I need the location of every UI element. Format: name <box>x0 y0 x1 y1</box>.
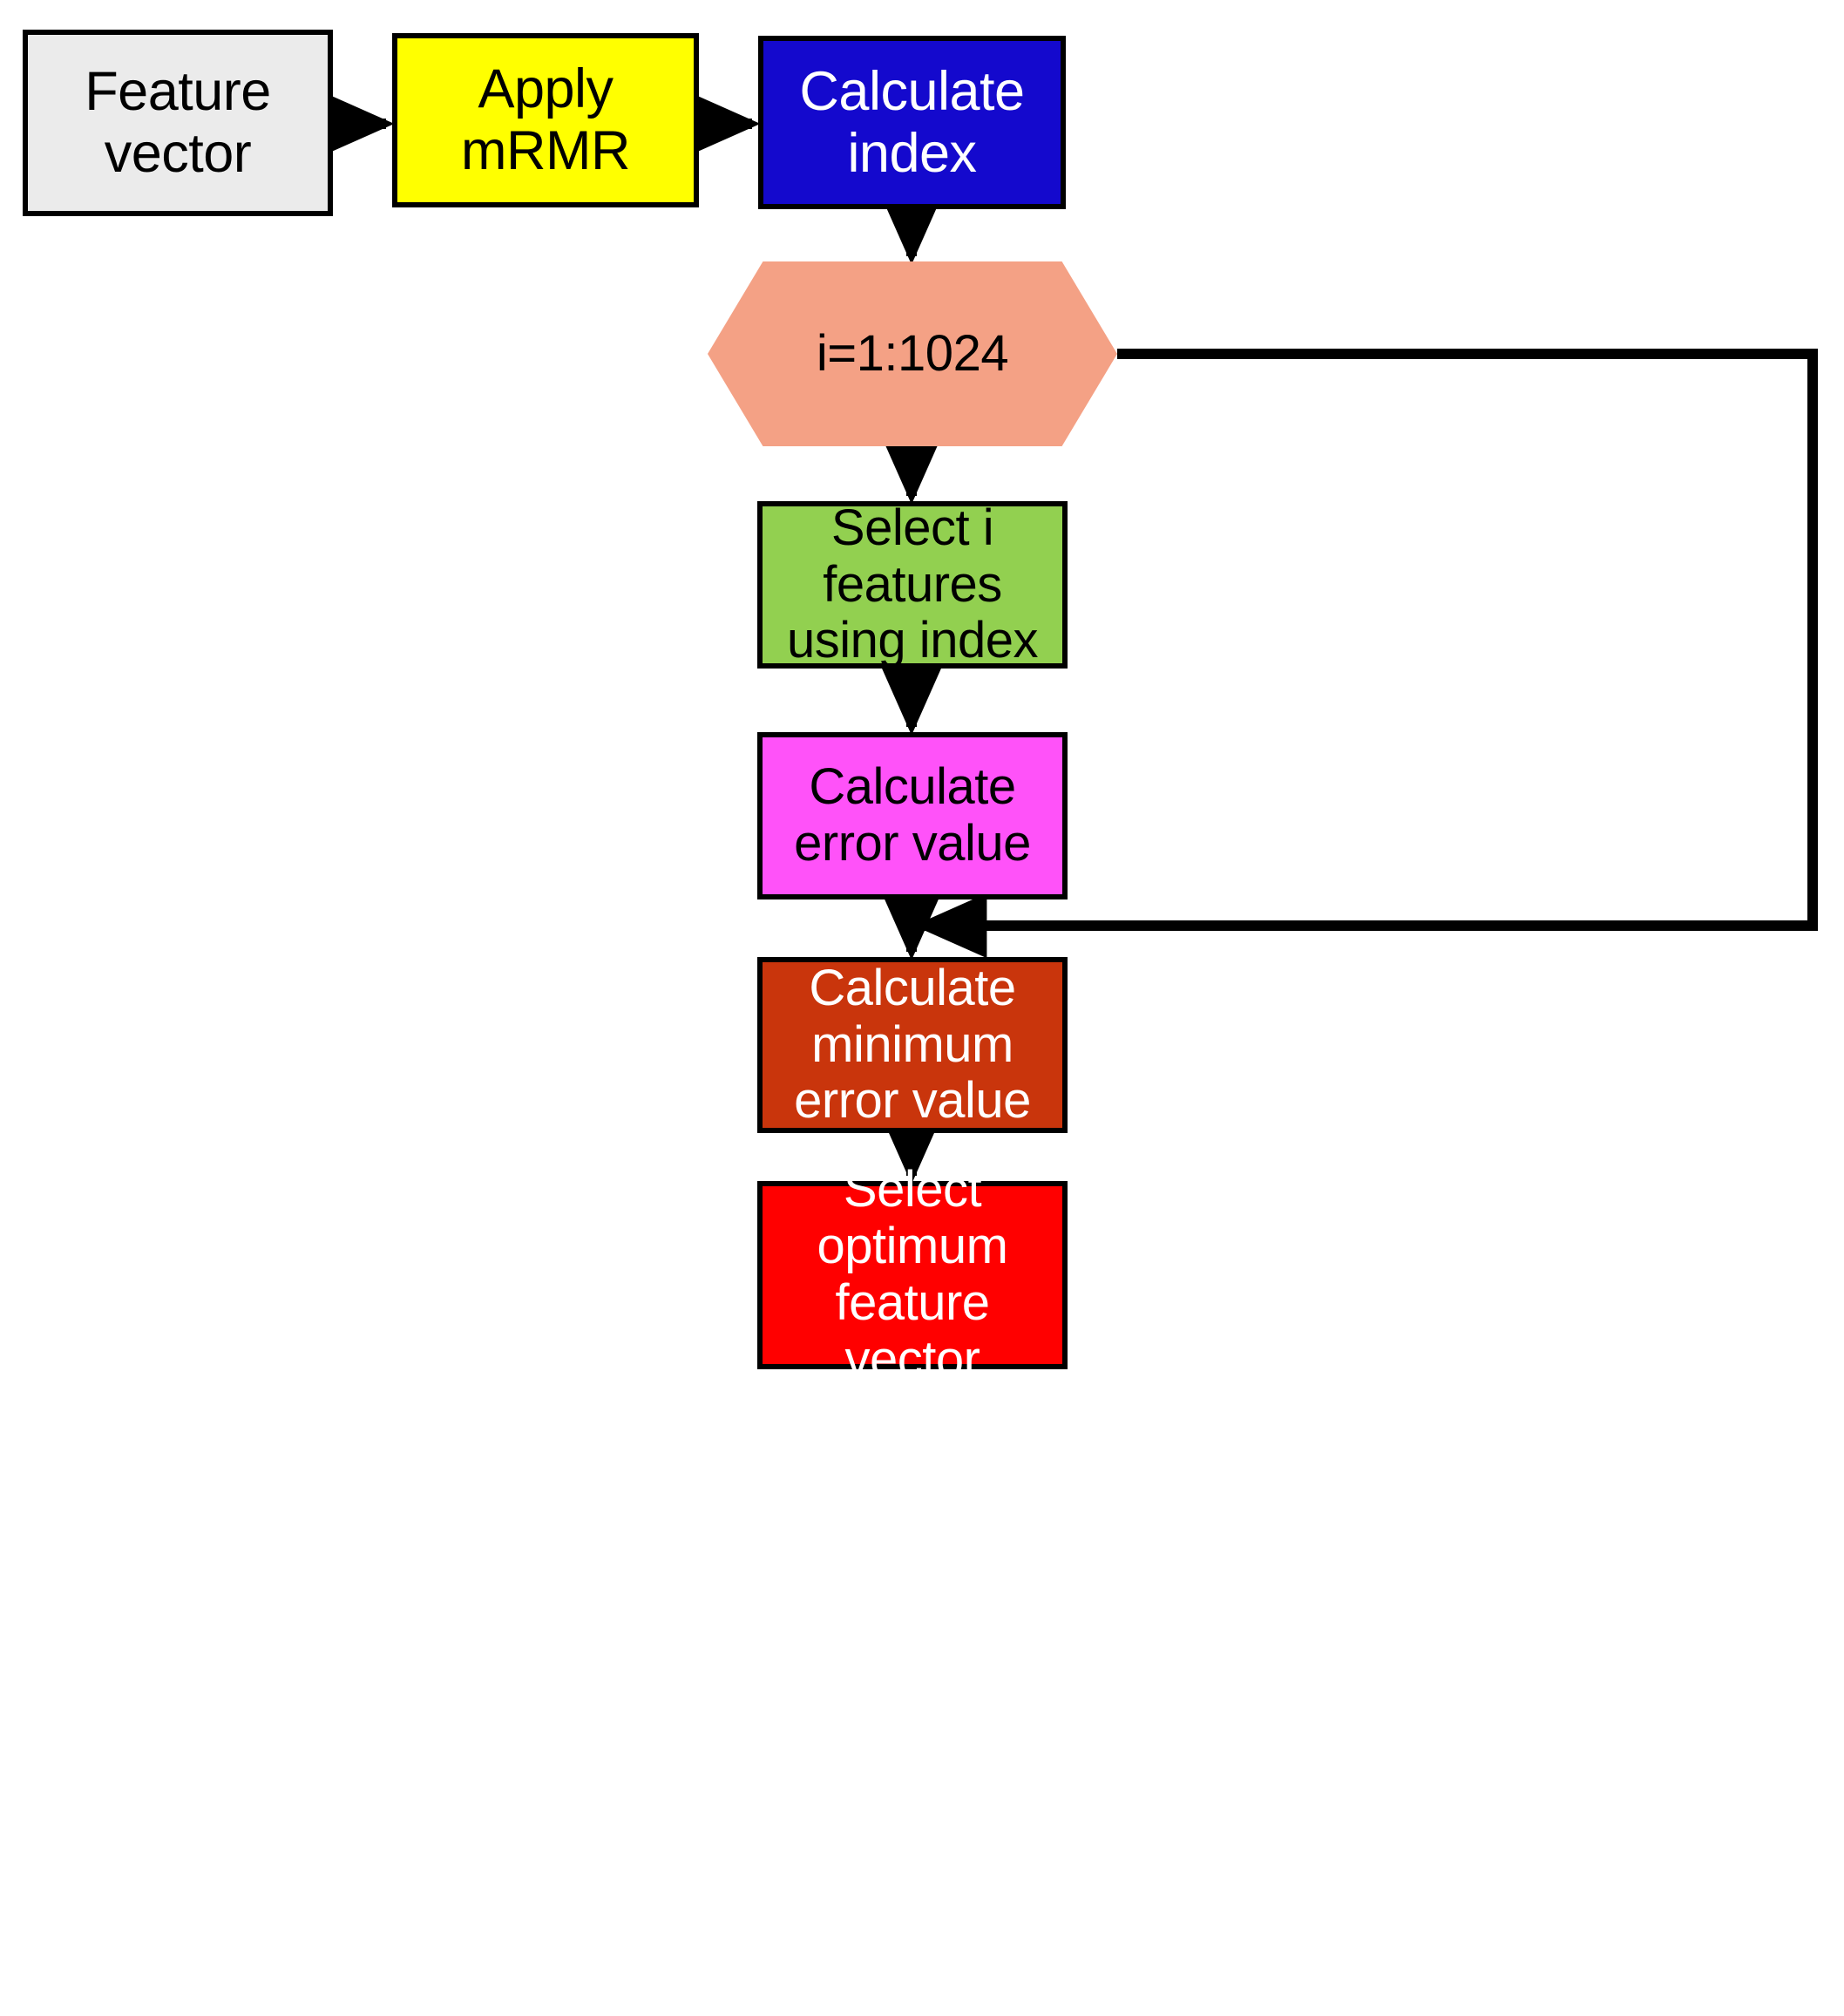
node-calc-min-error[interactable]: Calculate minimum error value <box>757 957 1068 1133</box>
node-apply-mrmr[interactable]: Apply mRMR <box>392 33 699 207</box>
node-calculate-index-label: Calculate index <box>799 60 1025 184</box>
node-select-features-label: Select i features using index <box>787 499 1038 669</box>
node-calc-error[interactable]: Calculate error value <box>757 732 1068 899</box>
node-loop-hexagon[interactable]: i=1:1024 <box>708 261 1117 446</box>
node-loop-hexagon-label: i=1:1024 <box>816 324 1009 382</box>
node-calc-min-error-label: Calculate minimum error value <box>794 959 1031 1130</box>
node-select-features[interactable]: Select i features using index <box>757 499 1068 669</box>
hexagon-shape <box>708 261 1117 446</box>
node-calc-error-label: Calculate error value <box>794 758 1031 872</box>
node-feature-vector[interactable]: Feature vector <box>23 30 333 216</box>
node-select-optimum[interactable]: Select optimum feature vector <box>757 1161 1068 1388</box>
node-feature-vector-label: Feature vector <box>85 61 271 184</box>
node-select-optimum-label: Select optimum feature vector <box>817 1161 1008 1388</box>
node-apply-mrmr-label: Apply mRMR <box>461 58 630 181</box>
node-calculate-index[interactable]: Calculate index <box>758 36 1066 209</box>
